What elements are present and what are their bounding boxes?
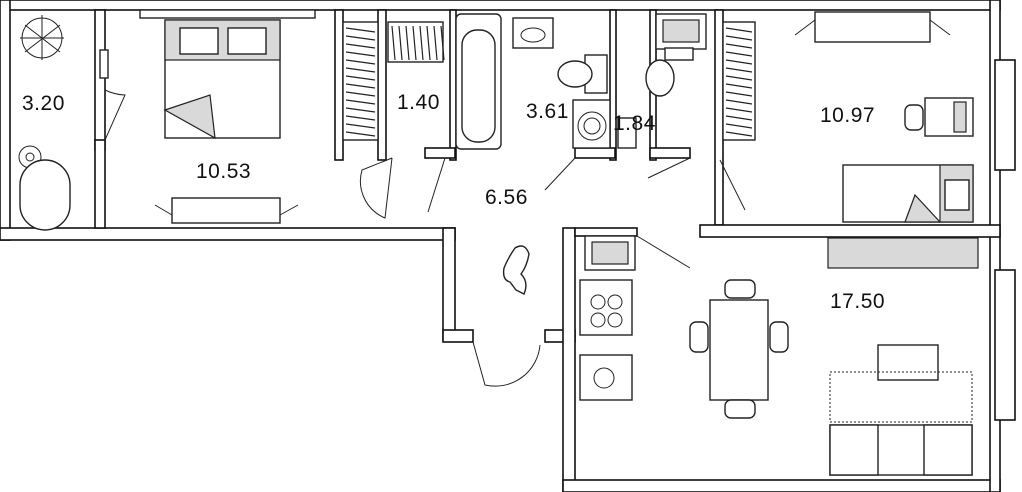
hanger-line	[433, 25, 438, 61]
hanger-line	[725, 75, 753, 81]
hanger-line	[345, 27, 376, 33]
hanger-line	[426, 25, 431, 61]
hanger-line	[345, 115, 376, 121]
room-area-hallway: 6.56	[485, 186, 528, 209]
bed	[139, 9, 316, 224]
kids-room-furniture	[794, 11, 974, 223]
hanger-line	[412, 25, 417, 61]
hanger-line	[419, 25, 424, 61]
hanger-line	[345, 67, 376, 73]
hanger-line	[345, 99, 376, 105]
hanger-line	[345, 51, 376, 57]
room-area-kitchen-living: 17.50	[830, 290, 886, 313]
room-area-bedroom: 10.53	[196, 160, 252, 183]
hanger-line	[345, 123, 376, 129]
room-area-kids-room: 10.97	[820, 104, 876, 127]
wardrobe-hangers	[345, 25, 753, 137]
hanger-line	[725, 67, 753, 73]
hanger-line	[405, 25, 410, 61]
room-area-toilet: 1.84	[613, 112, 656, 135]
hanger-line	[398, 25, 403, 61]
doors	[104, 89, 746, 387]
dog-icon	[502, 245, 530, 295]
hanger-line	[345, 91, 376, 97]
hanger-line	[725, 115, 753, 121]
room-area-balcony: 3.20	[22, 92, 65, 115]
hanger-line	[725, 43, 753, 49]
hanger-line	[345, 107, 376, 113]
hanger-line	[440, 25, 445, 61]
hanger-line	[725, 91, 753, 97]
bathroom-fixtures	[455, 13, 707, 150]
hanger-line	[725, 123, 753, 129]
hanger-line	[345, 35, 376, 41]
hanger-line	[725, 83, 753, 89]
hanger-line	[725, 131, 753, 137]
hanger-line	[725, 51, 753, 57]
hanger-line	[725, 27, 753, 33]
hanger-line	[345, 131, 376, 137]
hanger-line	[345, 43, 376, 49]
hanger-line	[345, 75, 376, 81]
kitchen-living-furniture	[579, 235, 979, 476]
hanger-line	[391, 25, 396, 61]
hanger-line	[725, 107, 753, 113]
hanger-line	[345, 83, 376, 89]
room-area-bathroom: 3.61	[526, 100, 569, 123]
balcony-furniture	[18, 15, 109, 231]
hanger-line	[725, 35, 753, 41]
hanger-line	[725, 99, 753, 105]
hanger-line	[345, 59, 376, 65]
hanger-line	[725, 59, 753, 65]
room-area-wardrobe: 1.40	[397, 91, 440, 114]
